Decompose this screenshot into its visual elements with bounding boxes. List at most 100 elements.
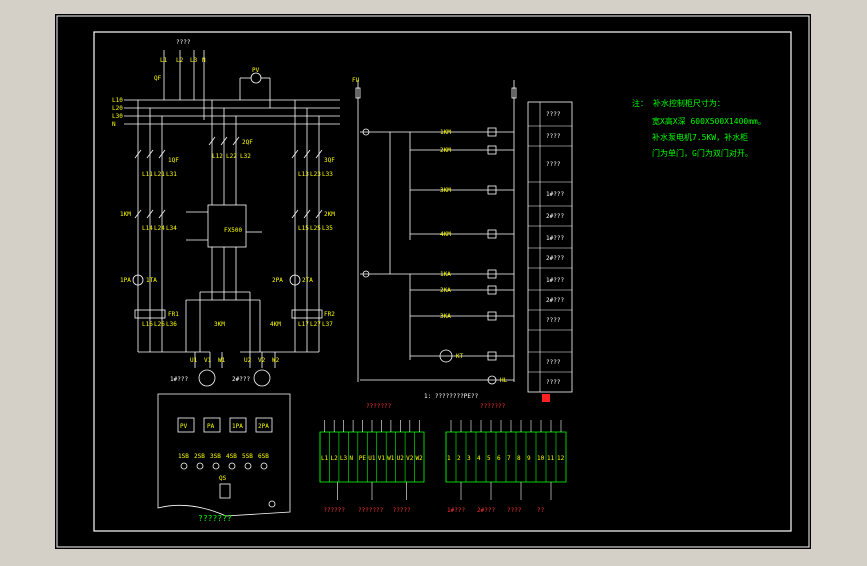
left-label-l14: L14: [142, 225, 153, 232]
outer-frame: [56, 15, 810, 548]
note-block: 注： 补水控制柜尺寸为： 宽X高X深 600X500X1400mm。 补水泵电机…: [632, 98, 766, 158]
contactor-2km: 2KM: [324, 211, 335, 218]
right-block-terminal-label: 7: [507, 455, 511, 462]
left-block-terminal-label: U1: [368, 455, 376, 462]
left-block-destination-label: ???????: [358, 507, 384, 514]
left-block-terminal-label: V2: [406, 455, 414, 462]
right-block-terminal-label: 5: [487, 455, 491, 462]
mid-label-l12: L12: [212, 153, 223, 160]
contactor-4km: 4KM: [270, 321, 281, 328]
desc-12: ????: [546, 379, 561, 386]
left-label-l24: L24: [154, 225, 165, 232]
left-label-l16: L16: [142, 321, 153, 328]
right-block-terminal-label: 8: [517, 455, 521, 462]
right-block-title: ???????: [480, 403, 506, 410]
power-labels: ???? L1 L2 L3 N L10 L20 L30 N QF 1QF 2QF…: [112, 39, 335, 383]
cabinet-front: PV PA 1PA 2PA 1SB 2SB 3SB 4SB 5SB 6SB QS…: [157, 393, 291, 523]
feeder-label-l30: L30: [112, 113, 123, 120]
breaker-3qf: 3QF: [324, 157, 335, 164]
motor-terminal-w1: W1: [218, 357, 226, 364]
right-label-l23: L23: [310, 171, 321, 178]
desc-3: ????: [546, 161, 561, 168]
left-block-terminal-label: L2: [330, 455, 338, 462]
left-block-terminal-label: V1: [378, 455, 386, 462]
desc-2: ????: [546, 133, 561, 140]
drive-model: FX500: [224, 227, 242, 234]
right-label-l25: L25: [310, 225, 321, 232]
feeder-label-l20: L20: [112, 105, 123, 112]
control-row-kt: KT: [456, 353, 464, 360]
left-block-terminal-label: PE: [359, 455, 367, 462]
right-label-l17: L17: [298, 321, 309, 328]
feeder-label-n: N: [112, 121, 116, 128]
control-labels: FU 1KM 2KM 3KM 4KM 1KA 2KA 3KA KT HL 1: …: [352, 77, 508, 400]
right-label-l35: L35: [322, 225, 333, 232]
control-row-2km: 2KM: [440, 147, 451, 154]
right-block-destination-label: ??: [537, 507, 545, 514]
bus-label-l3: L3: [190, 57, 198, 64]
contactor-3km: 3KM: [214, 321, 225, 328]
breaker-1qf: 1QF: [168, 157, 179, 164]
right-label-l13: L13: [298, 171, 309, 178]
cabinet-switch-4: 4SB: [226, 453, 237, 460]
breaker-2qf: 2QF: [242, 139, 253, 146]
right-block-destination-label: 1#???: [447, 507, 465, 514]
right-block-terminal-label: 4: [477, 455, 481, 462]
control-row-3ka: 3KA: [440, 313, 451, 320]
motor-terminal-w2: W2: [272, 357, 280, 364]
left-block-terminal-label: U2: [397, 455, 405, 462]
cabinet-switch-2: 2SB: [194, 453, 205, 460]
description-column: ???? ???? ???? 1#??? 2#??? 1#??? 2#??? 1…: [527, 101, 573, 402]
motor-terminal-u2: U2: [244, 357, 252, 364]
pump-label-2: 2#???: [232, 376, 250, 383]
left-block-destination-label: ??????: [323, 507, 345, 514]
sheet-background: [55, 14, 811, 549]
meter-pv: PV: [252, 67, 260, 74]
left-block-terminal-label: L3: [340, 455, 348, 462]
desc-8: 1#???: [546, 277, 564, 284]
cabinet-meter-2pa: 2PA: [258, 423, 269, 430]
cabinet-meter-1pa: 1PA: [232, 423, 243, 430]
control-fuse-label: FU: [352, 77, 360, 84]
right-block-terminal-label: 3: [467, 455, 471, 462]
inner-frame: [93, 31, 792, 532]
right-block-terminal-label: 12: [557, 455, 565, 462]
cabinet-switch-5: 5SB: [242, 453, 253, 460]
control-row-1km: 1KM: [440, 129, 451, 136]
right-block-terminal-label: 2: [457, 455, 461, 462]
note-line-3: 门为单门，G门为双门对开。: [652, 148, 753, 158]
cabinet-switch-1: 1SB: [178, 453, 189, 460]
right-label-l27: L27: [310, 321, 321, 328]
control-row-4km: 4KM: [440, 231, 451, 238]
left-block-terminal-label: L1: [321, 455, 329, 462]
feeder-label-l10: L10: [112, 97, 123, 104]
sensor-2ta: 2TA: [302, 277, 313, 284]
desc-10: ????: [546, 317, 561, 324]
sensor-2pa: 2PA: [272, 277, 283, 284]
right-label-l37: L37: [322, 321, 333, 328]
control-circuit: [355, 80, 517, 385]
desc-6: 1#???: [546, 235, 564, 242]
left-label-l36: L36: [166, 321, 177, 328]
sensor-1pa: 1PA: [120, 277, 131, 284]
power-circuit: [124, 50, 340, 387]
control-row-hl: HL: [500, 377, 508, 384]
desc-5: 2#???: [546, 213, 564, 220]
mid-label-l22: L22: [226, 153, 237, 160]
left-block-terminal-label: W1: [387, 455, 395, 462]
breaker-qf: QF: [154, 75, 162, 82]
left-block-destination-label: ?????: [393, 507, 411, 514]
motor-terminal-v2: V2: [258, 357, 266, 364]
right-block-terminal-label: 6: [497, 455, 501, 462]
right-label-l33: L33: [322, 171, 333, 178]
note-line-2: 补水泵电机7.5KW，补水柜: [652, 132, 748, 142]
control-row-3km: 3KM: [440, 187, 451, 194]
motor-terminal-u1: U1: [190, 357, 198, 364]
relay-fr2: FR2: [324, 311, 335, 318]
cabinet-meter-pa: PA: [207, 423, 215, 430]
bus-label-l2: L2: [176, 57, 184, 64]
